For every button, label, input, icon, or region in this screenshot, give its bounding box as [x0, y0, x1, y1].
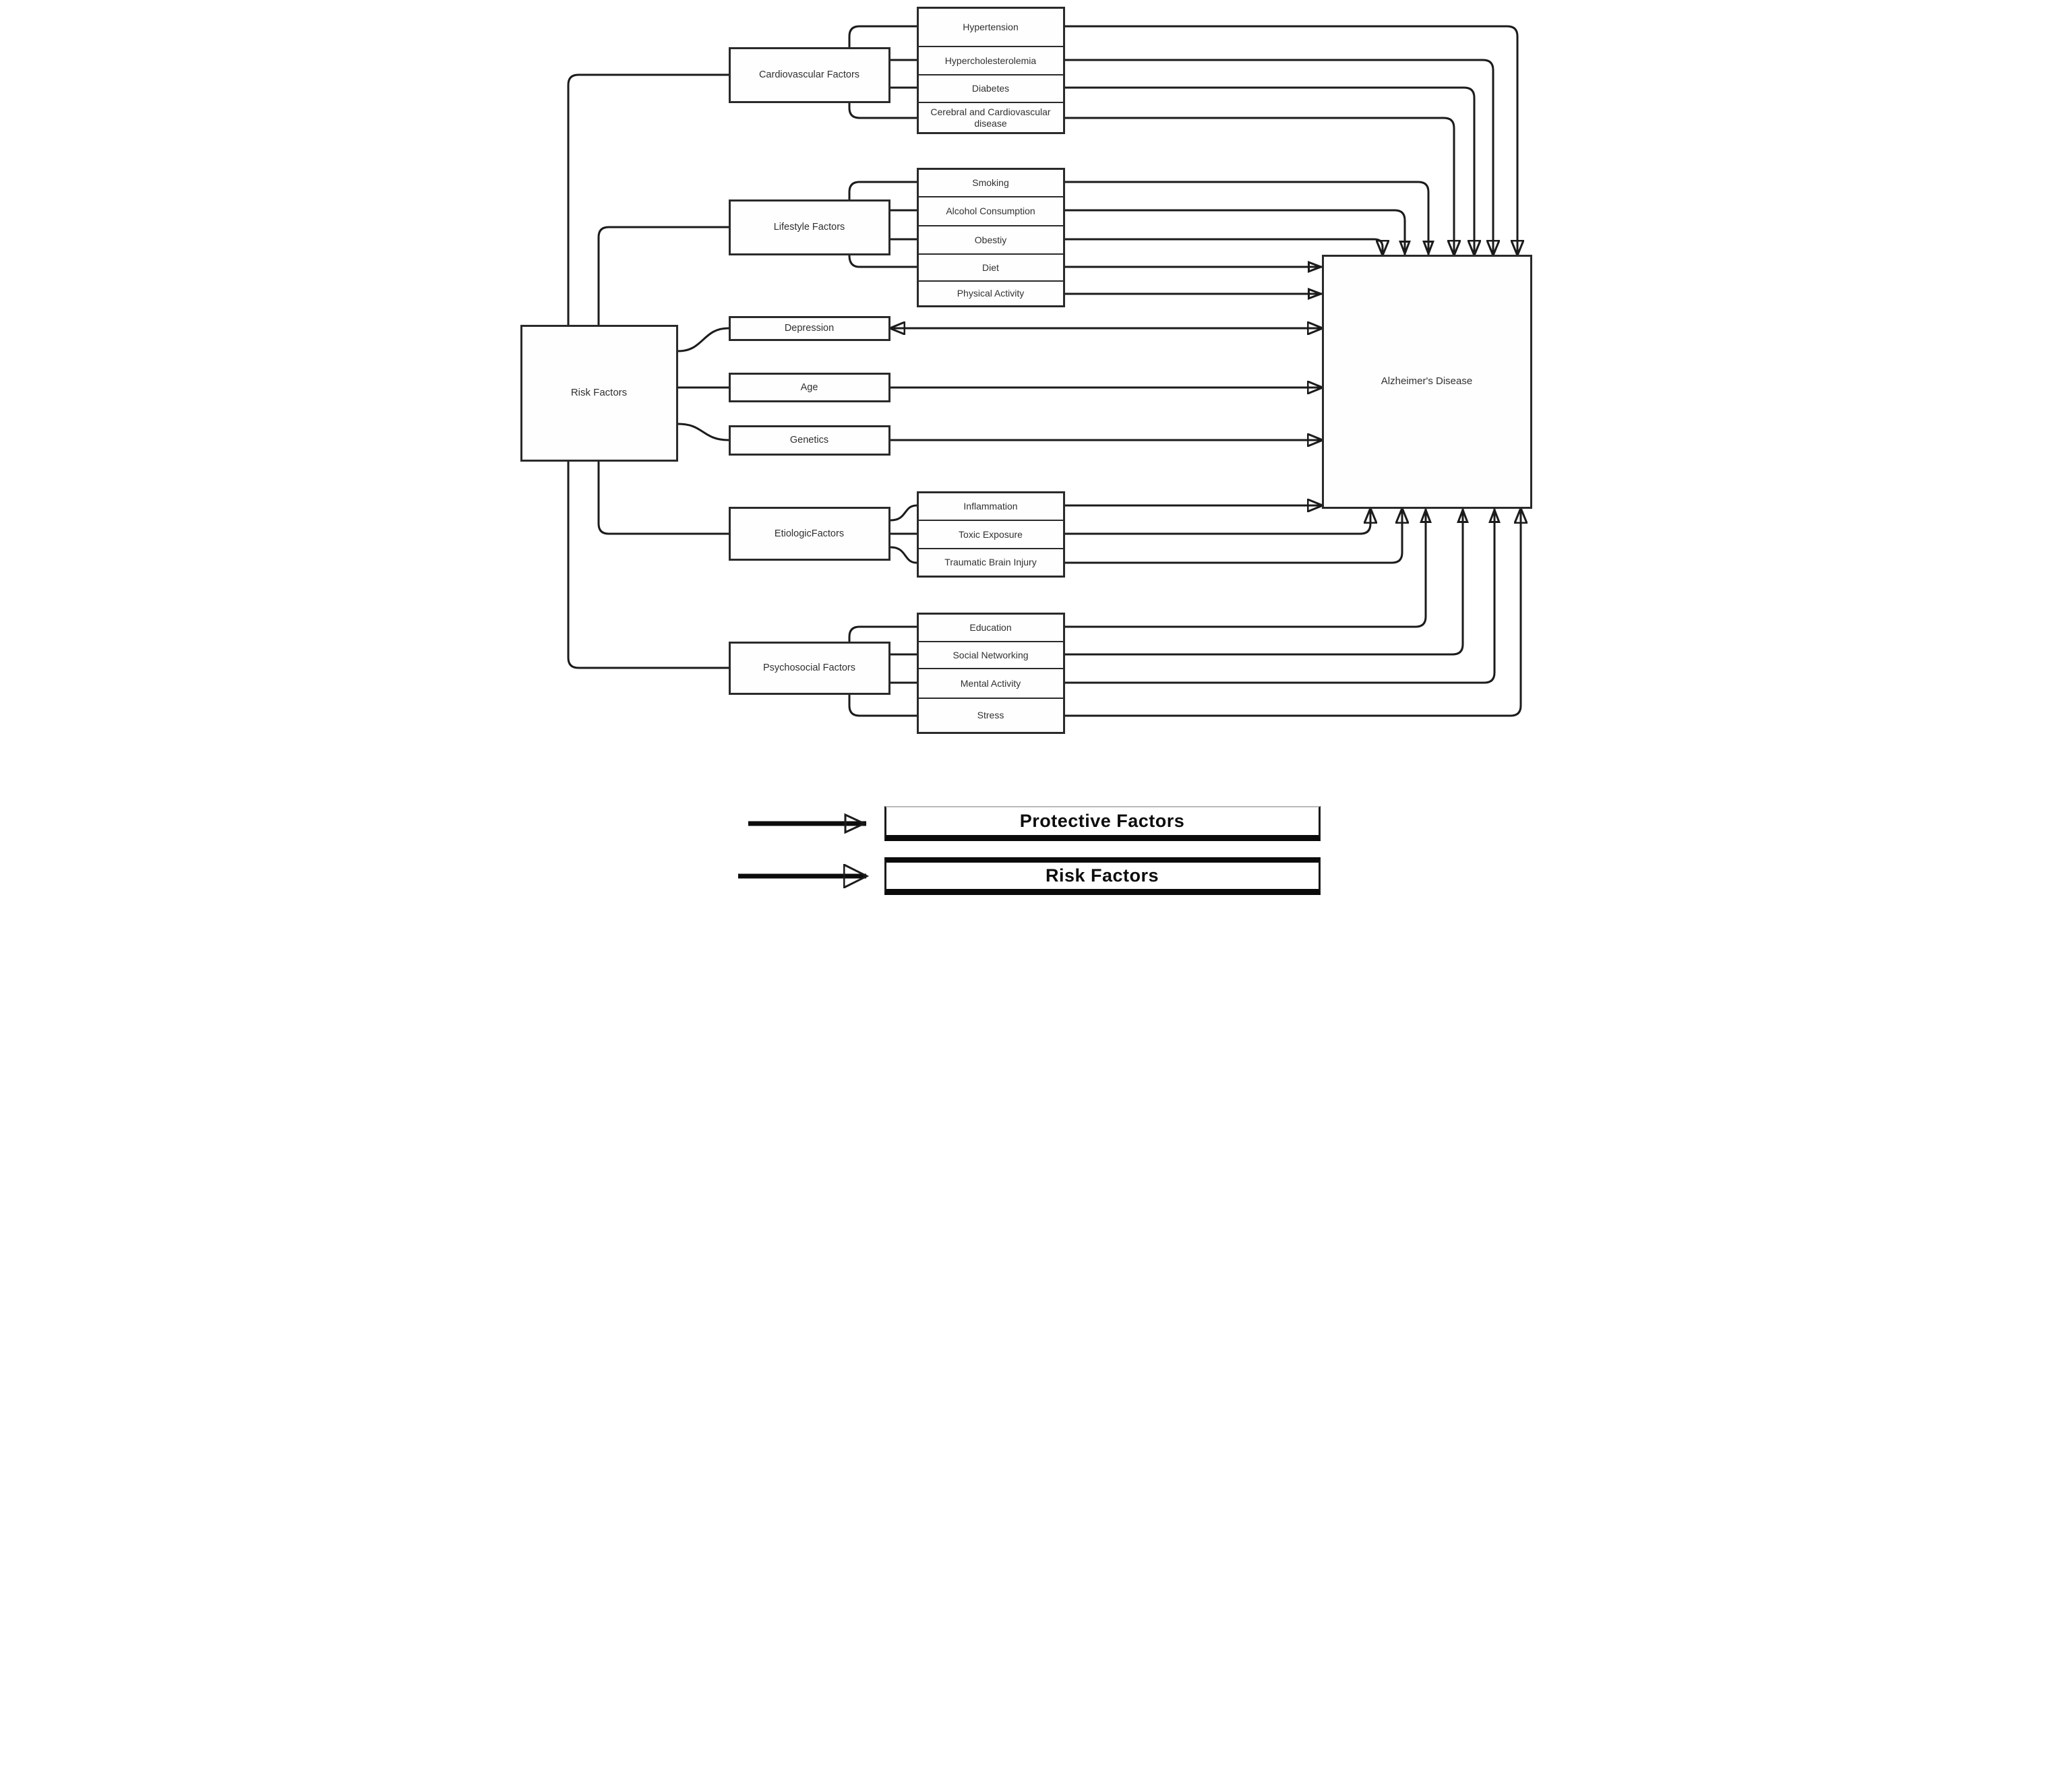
edge-hypertension-alzheimers	[1064, 25, 1517, 255]
alzheimers-disease-label: Alzheimer's Disease	[1381, 375, 1473, 388]
edge-diabetes-alzheimers	[1064, 86, 1474, 255]
edge-tbi-alzheimers	[1064, 509, 1402, 564]
depression-node: Depression	[728, 316, 890, 341]
edge-cardio-hypertension	[848, 25, 917, 47]
edge-alcohol-alzheimers	[1064, 209, 1405, 255]
subfactor-alcohol-consumption: Alcohol Consumption	[918, 196, 1063, 225]
etiologic-factors-label: EtiologicFactors	[774, 528, 845, 539]
edge-riskfactors-lifestyle	[597, 226, 729, 325]
lifestyle-subfactor-stack: Smoking Alcohol Consumption Obestiy Diet…	[916, 168, 1065, 307]
edge-lifestyle-smoking	[848, 181, 917, 199]
edge-hypercholesterolemia-alzheimers	[1064, 59, 1493, 255]
genetics-node: Genetics	[728, 425, 890, 456]
subfactor-smoking: Smoking	[972, 177, 1009, 189]
edge-obesity-alzheimers	[1064, 238, 1383, 255]
edge-riskfactors-genetics	[677, 423, 729, 441]
edge-education-alzheimers	[1064, 509, 1426, 628]
edge-mental-alzheimers	[1064, 509, 1494, 684]
edge-riskfactors-depression	[677, 327, 729, 352]
subfactor-obesity: Obestiy	[918, 225, 1063, 253]
subfactor-hypertension: Hypertension	[963, 22, 1019, 33]
edge-cerebral-alzheimers	[1064, 117, 1454, 255]
edge-social-alzheimers	[1064, 509, 1463, 656]
lifestyle-factors-label: Lifestyle Factors	[773, 222, 845, 233]
edge-cardio-cerebral	[848, 103, 917, 119]
legend-protective-factors: Protective Factors	[884, 806, 1321, 841]
subfactor-social-networking: Social Networking	[918, 641, 1063, 668]
edge-etiologic-inflammation	[890, 504, 917, 522]
subfactor-diet: Diet	[918, 253, 1063, 280]
cardiovascular-factors-label: Cardiovascular Factors	[758, 69, 860, 81]
risk-factors-node: Risk Factors	[520, 325, 678, 462]
legend-risk-label: Risk Factors	[1045, 865, 1159, 886]
depression-label: Depression	[784, 323, 835, 334]
edge-riskfactors-psychosocial	[567, 462, 729, 669]
edge-toxic-alzheimers	[1064, 509, 1370, 535]
psychosocial-subfactor-stack: Education Social Networking Mental Activ…	[916, 613, 1065, 734]
subfactor-traumatic-brain-injury: Traumatic Brain Injury	[918, 548, 1063, 576]
edge-riskfactors-cardiovascular	[567, 73, 729, 325]
cardiovascular-factors-node: Cardiovascular Factors	[728, 47, 890, 103]
edge-riskfactors-etiologic	[597, 462, 729, 535]
psychosocial-factors-label: Psychosocial Factors	[763, 662, 855, 674]
subfactor-toxic-exposure: Toxic Exposure	[918, 520, 1063, 548]
lifestyle-factors-node: Lifestyle Factors	[728, 199, 890, 255]
edge-smoking-alzheimers	[1064, 181, 1428, 255]
etiologic-subfactor-stack: Inflammation Toxic Exposure Traumatic Br…	[916, 491, 1065, 578]
age-node: Age	[728, 373, 890, 402]
edge-stress-alzheimers	[1064, 509, 1521, 717]
etiologic-factors-node: EtiologicFactors	[728, 507, 890, 561]
alzheimers-disease-node: Alzheimer's Disease	[1321, 255, 1532, 509]
legend-risk-factors: Risk Factors	[884, 857, 1321, 895]
diagram-canvas: Risk Factors Cardiovascular Factors Life…	[514, 0, 1542, 896]
edge-psych-education	[848, 625, 917, 642]
subfactor-stress: Stress	[918, 698, 1063, 732]
age-label: Age	[800, 381, 818, 393]
genetics-label: Genetics	[789, 435, 829, 446]
edge-psych-stress	[848, 695, 917, 717]
cardiovascular-subfactor-stack: Hypertension Hypercholesterolemia Diabet…	[916, 7, 1065, 134]
connector-layer	[567, 25, 1542, 896]
subfactor-hypercholesterolemia: Hypercholesterolemia	[918, 46, 1063, 74]
subfactor-physical-activity: Physical Activity	[918, 280, 1063, 305]
psychosocial-factors-node: Psychosocial Factors	[728, 642, 890, 695]
risk-factors-label: Risk Factors	[570, 387, 628, 399]
subfactor-education: Education	[969, 622, 1012, 634]
edge-etiologic-tbi	[890, 546, 917, 564]
legend-protective-label: Protective Factors	[1019, 811, 1185, 831]
edge-lifestyle-diet	[848, 255, 917, 268]
subfactor-mental-activity: Mental Activity	[918, 668, 1063, 698]
subfactor-cerebral-cardiovascular-disease: Cerebral and Cardiovascular disease	[918, 102, 1063, 132]
subfactor-diabetes: Diabetes	[918, 74, 1063, 102]
subfactor-inflammation: Inflammation	[963, 501, 1018, 512]
